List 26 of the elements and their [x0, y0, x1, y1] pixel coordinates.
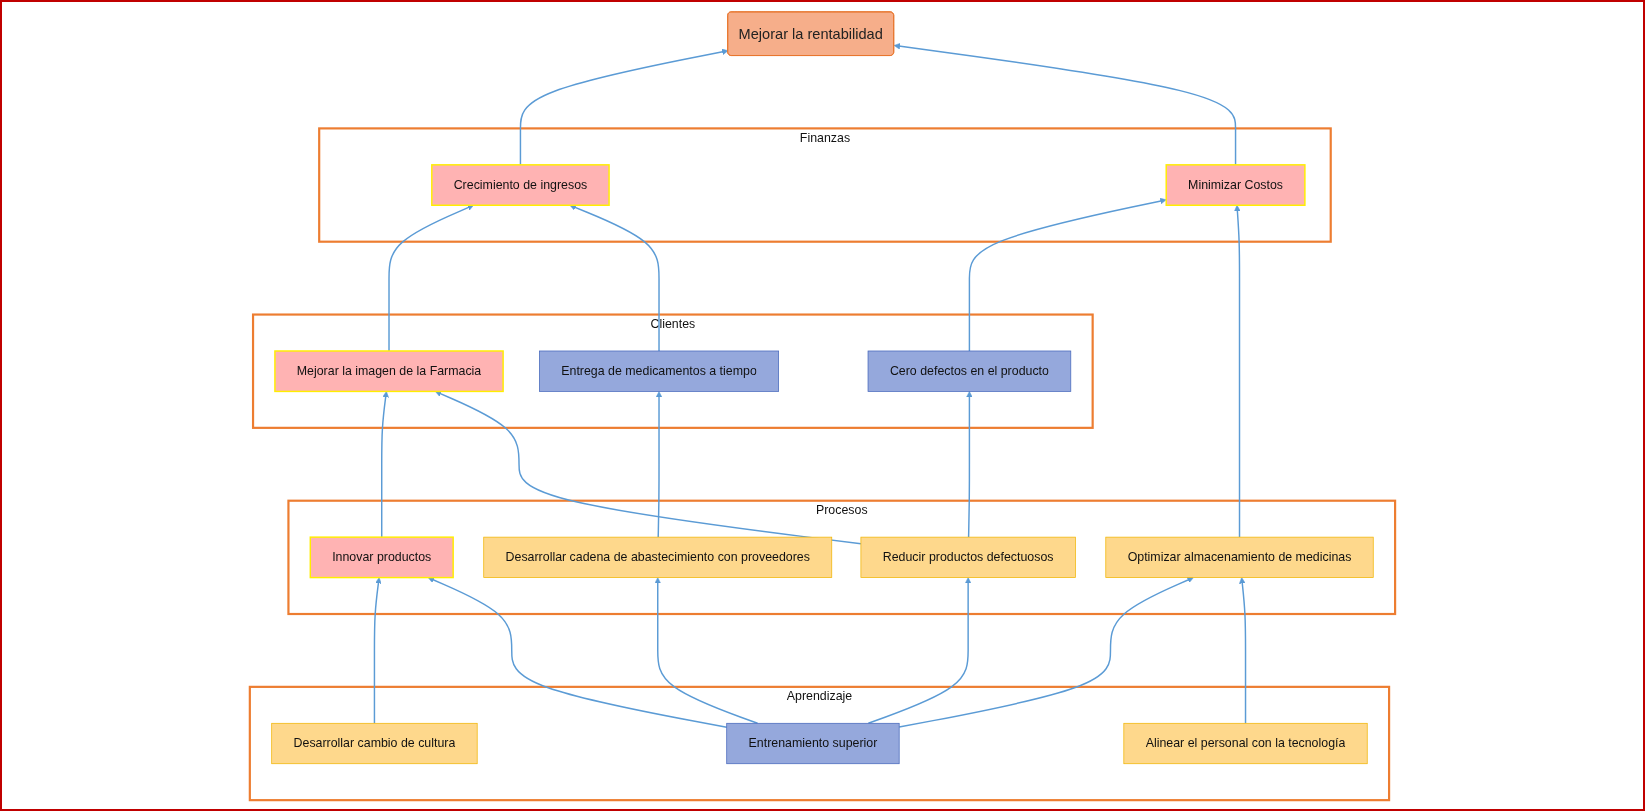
arrow	[435, 390, 862, 545]
arrow	[569, 204, 660, 352]
node-box: Reducir productos defectuosos	[860, 536, 1076, 578]
arrow	[968, 197, 1167, 352]
node-box: Alinear el personal con la tecnología	[1123, 722, 1368, 764]
node-box: Cero defectos en el producto	[867, 350, 1072, 392]
node-box: Minimizar Costos	[1165, 163, 1306, 206]
arrow	[427, 576, 728, 728]
node-box: Entrenamiento superior	[726, 722, 900, 764]
arrow	[966, 390, 973, 538]
node-box: Desarrollar cambio de cultura	[271, 722, 478, 764]
arrow	[893, 42, 1237, 166]
arrow	[1239, 576, 1247, 724]
arrow	[898, 576, 1194, 728]
arrow	[1234, 204, 1241, 538]
node-box: Mejorar la imagen de la Farmacia	[274, 349, 504, 392]
node-box: Desarrollar cadena de abastecimiento con proveedores	[483, 536, 833, 578]
arrow	[655, 390, 663, 538]
arrow	[388, 204, 474, 352]
arrow	[373, 576, 382, 724]
node-box: Innovar productos	[309, 535, 454, 578]
node-box: Entrega de medicamentos a tiempo	[539, 350, 780, 392]
arrow	[519, 48, 729, 166]
node-box: Optimizar almacenamiento de medicinas	[1105, 536, 1374, 578]
arrow	[381, 390, 389, 538]
node-box: Crecimiento de ingresos	[431, 163, 610, 206]
